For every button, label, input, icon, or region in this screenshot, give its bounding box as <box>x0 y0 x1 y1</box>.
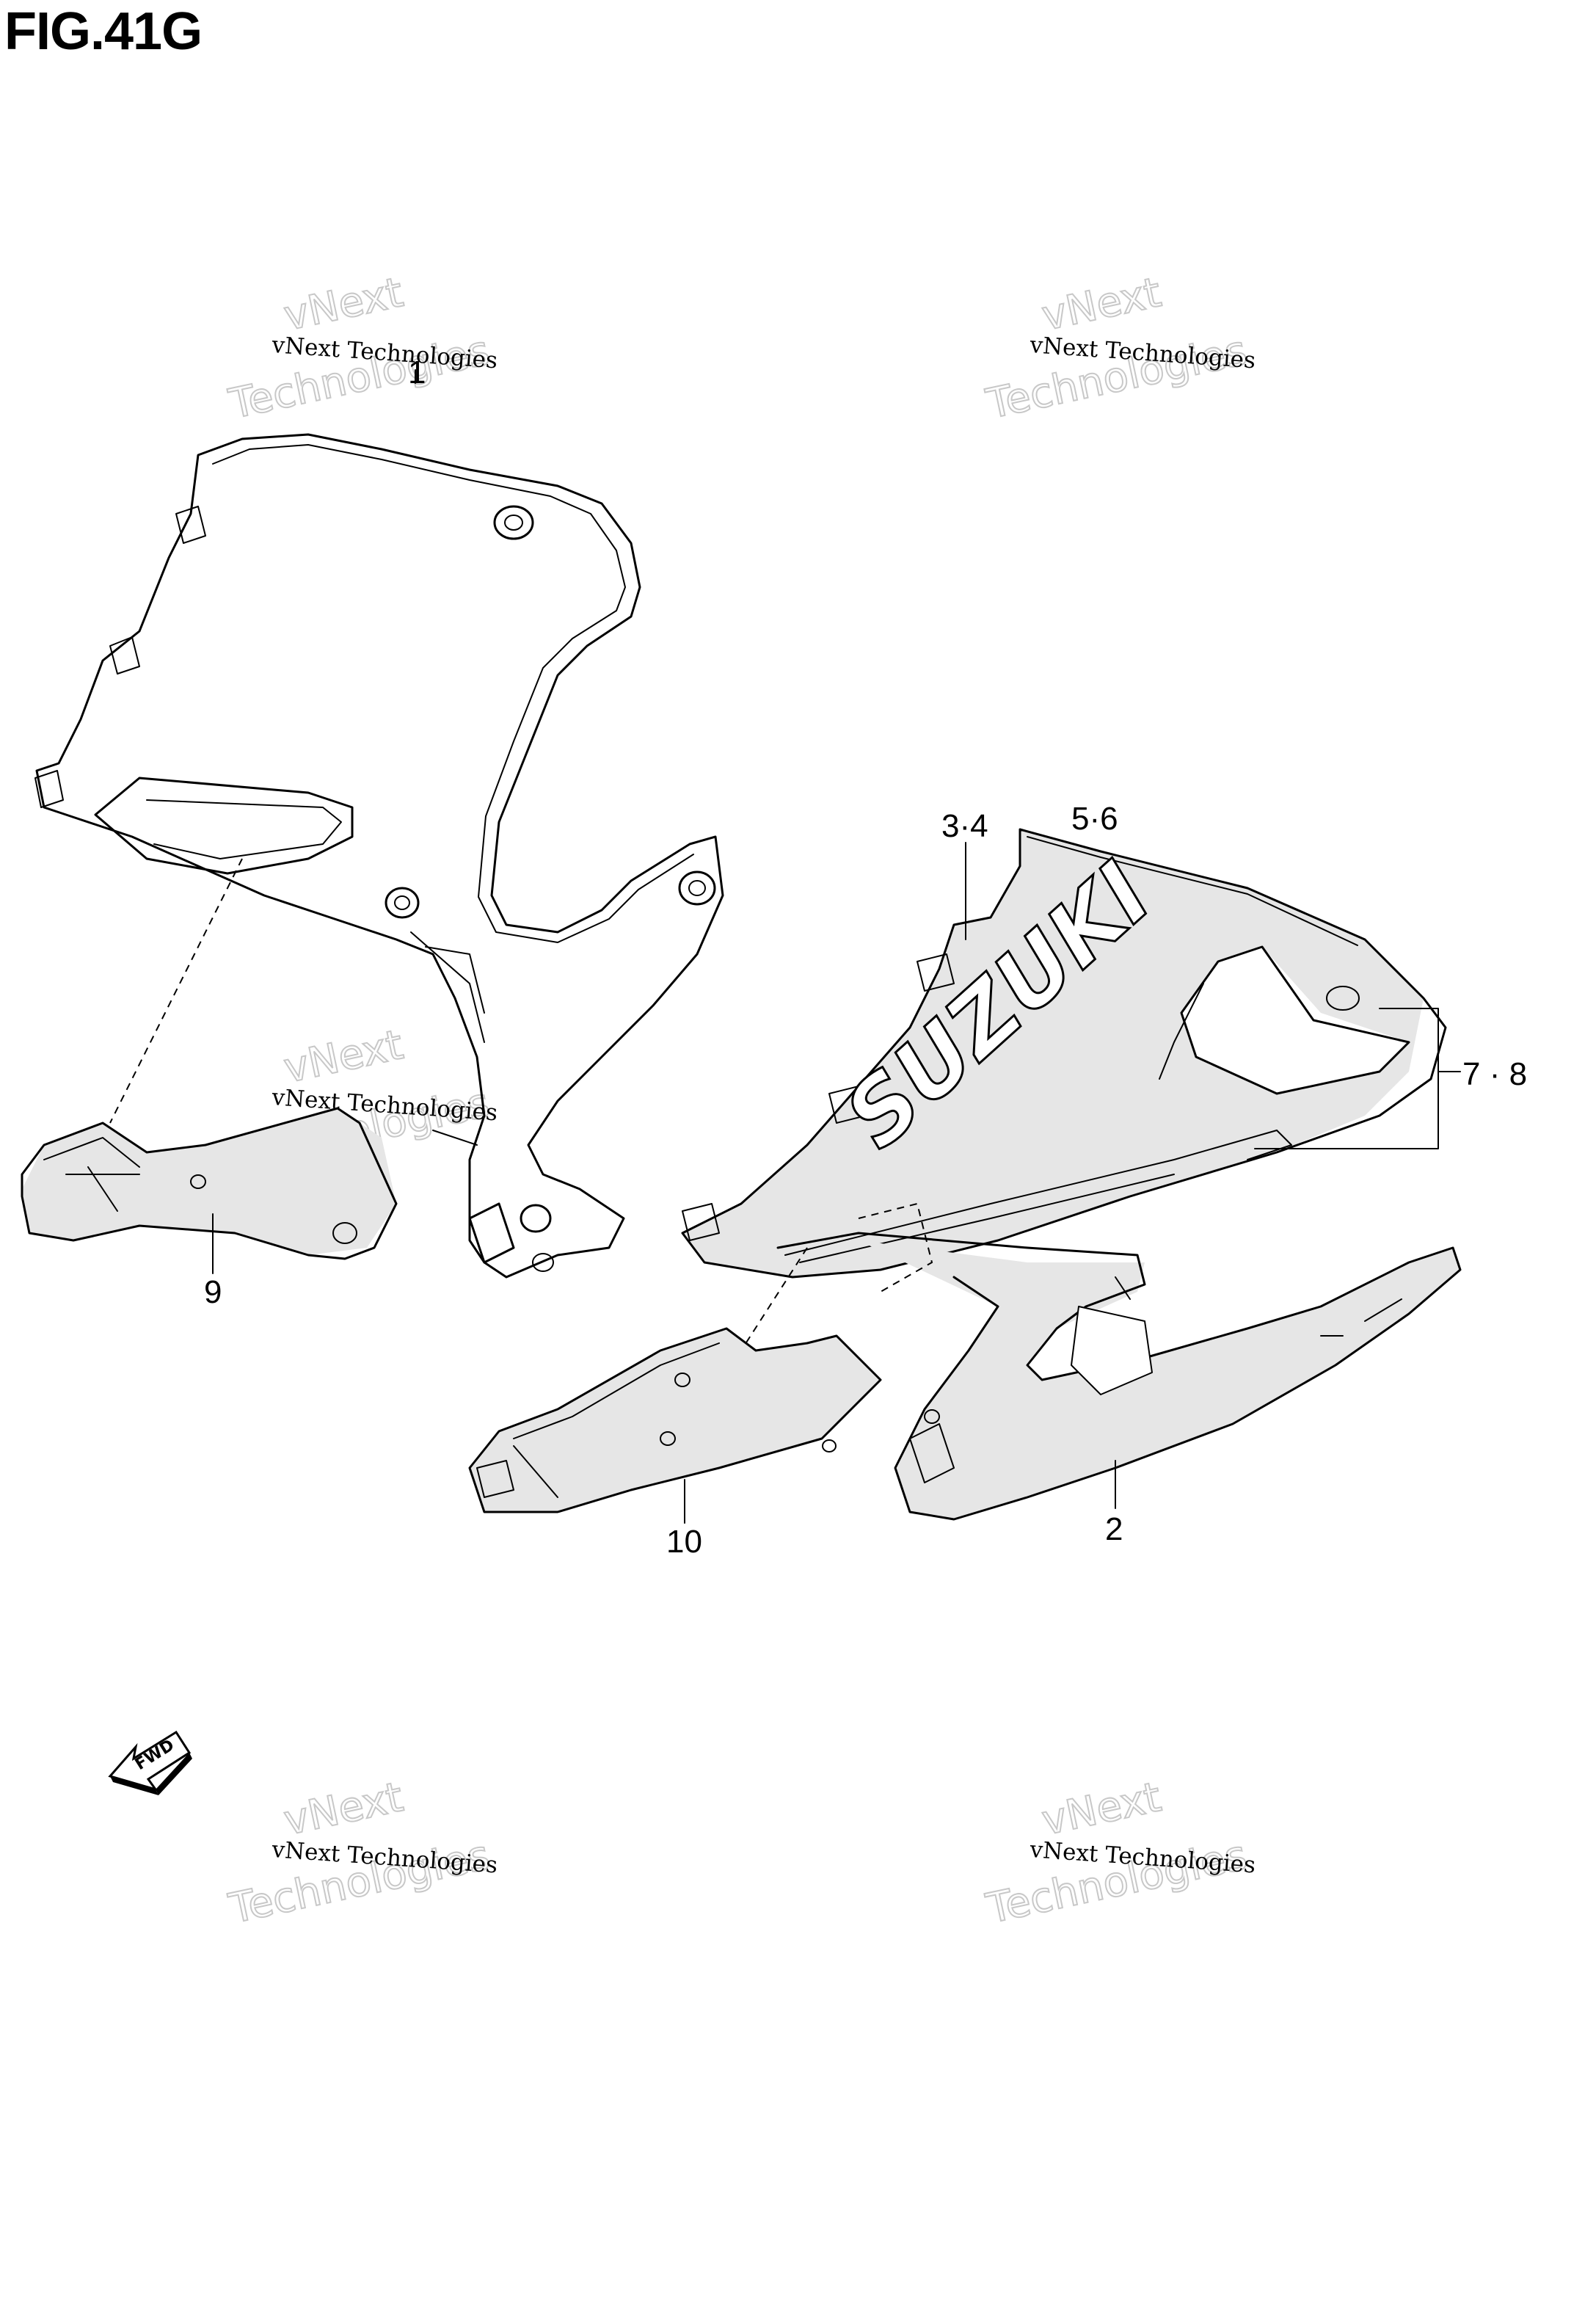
part-10-lower-duct <box>468 1327 882 1513</box>
callout-part-7-8: 7 · 8 <box>1462 1056 1527 1092</box>
callout-leaders <box>212 369 1461 1524</box>
callout-part-5-6: 5·6 <box>1071 801 1118 837</box>
watermark-bottom-right: vNext Technologies vNext Technologies <box>981 1773 1256 1934</box>
callout-part-9: 9 <box>204 1274 222 1310</box>
callout-part-2: 2 <box>1105 1511 1123 1547</box>
callout-part-10: 10 <box>666 1524 702 1560</box>
callout-part-3-4: 3·4 <box>941 808 988 844</box>
watermark-big-1: vNext <box>1038 269 1165 341</box>
watermark-big-1: vNext <box>280 269 407 341</box>
part-1-inner-panel <box>34 433 724 1279</box>
watermark-big-1: vNext <box>280 1773 407 1845</box>
watermark-bottom-left: vNext Technologies vNext Technologies <box>224 1773 498 1934</box>
part-9-lower-duct <box>21 1107 398 1260</box>
watermark-top-left: vNext Technologies vNext Technologies <box>224 268 498 429</box>
watermark-big-1: vNext <box>280 1021 407 1093</box>
watermark-big-1: vNext <box>1038 1773 1165 1845</box>
fwd-arrow-icon: FWD <box>108 1730 192 1795</box>
watermark-top-right: vNext Technologies vNext Technologies <box>981 268 1256 429</box>
figure-title: FIG.41G <box>4 2 203 61</box>
callout-part-1: 1 <box>408 355 426 390</box>
